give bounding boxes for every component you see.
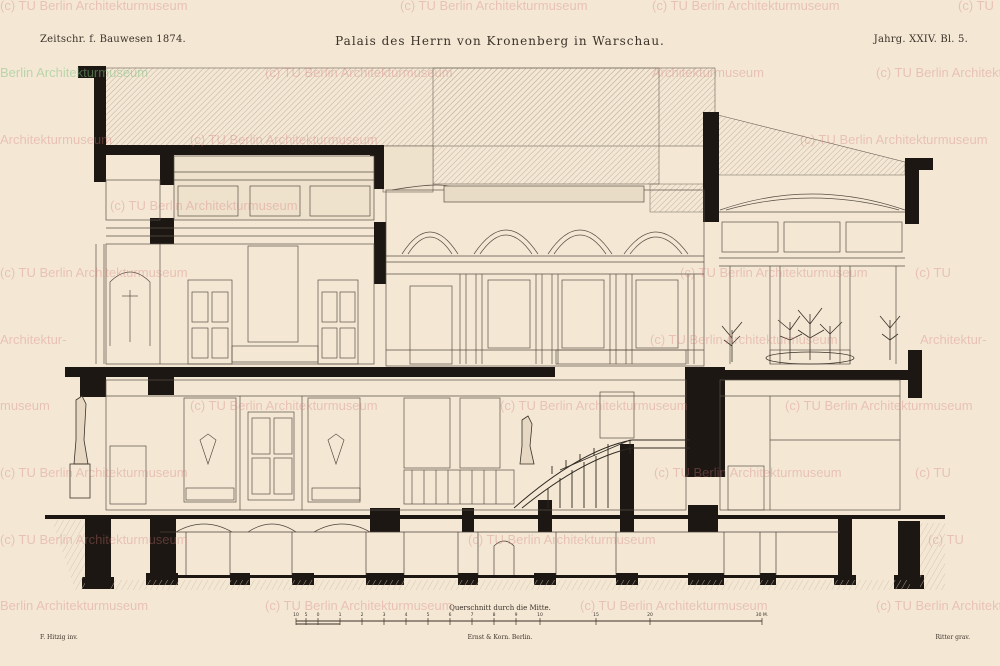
scale-label: 0 [317,612,320,618]
watermark-text: (c) TU Berlin Architekturmuseum [800,132,988,147]
upper-hall-center [385,184,705,367]
watermark-text: (c) TU [928,532,964,547]
scale-label: 4 [405,612,408,618]
scale-label: 30 M. [756,612,768,618]
scale-label: 6 [449,612,452,618]
plate-number: Jahrg. XXIV. Bl. 5. [873,34,968,45]
watermark-text: (c) TU Berlin Architekturmuseum [654,465,842,480]
ground-fill [52,520,945,590]
journal-label: Zeitschr. f. Bauwesen 1874. [40,34,186,45]
staircase [513,439,690,509]
watermark-text: Architektur- [0,332,67,347]
section-caption: Querschnitt durch die Mitte. [449,604,551,612]
watermark-text: Berlin Architekturmuseum [0,598,149,613]
watermark-text: (c) TU [915,265,951,280]
structural-walls [45,66,945,589]
watermark-text: Berlin Architekturmuseum [0,65,149,80]
engraver-credit: Ritter grav. [935,634,970,641]
winter-garden-plants [721,307,901,365]
watermark-text: (c) TU Berlin Architekturmuseum [580,598,768,613]
watermark-text: museum [0,398,50,413]
watermark-text: (c) TU Berlin Architekturmuseum [265,598,453,613]
scale-label: 8 [493,612,496,618]
scale-label: 9 [515,612,518,618]
watermark-text: (c) TU Berlin Architekturmuseum [680,265,868,280]
watermark-text: (c) TU [915,465,951,480]
watermark-text: (c) TU Berlin Architekturmuseum [500,398,688,413]
watermark-text: (c) TU Berlin Architekturmuseum [0,532,188,547]
scale-label: 2 [361,612,364,618]
watermark-text: Architekturmuseum [652,65,764,80]
publisher-credit: Ernst & Korn. Berlin. [467,634,533,641]
watermark-text: (c) TU Berlin Architekturmuseum [110,198,298,213]
watermark-text: (c) TU Berlin Architekturmuseum [190,132,378,147]
draftsman-credit: F. Hitzig inv. [40,634,78,641]
scale-label: 10 [537,612,543,618]
scale-label: 3 [383,612,386,618]
watermark-text: (c) TU Berlin Architekturmuseum [190,398,378,413]
ground-floor [105,379,901,511]
roof-section [104,67,906,213]
scale-label: 1 [339,612,342,618]
scale-label: 5 [305,612,308,618]
watermark-text: (c) TU Berlin Architekturmuseum [876,65,1000,80]
watermark-text: Architektur- [920,332,987,347]
scale-label: 20 [647,612,653,618]
plate-title: Palais des Herrn von Kronenberg in Warsc… [335,34,665,48]
watermark-text: (c) TU Berlin Architekturmuseum [0,0,188,13]
scale-bar: 10 5 0 1 2 3 4 5 6 7 8 9 10 15 20 30 M. [293,612,768,625]
upper-hall-left [95,155,375,365]
watermark-text: (c) TU Berlin Architekturmuseum [652,0,840,13]
scale-label: 5 [427,612,430,618]
watermark-text: (c) TU Berlin Architekturmuseum [468,532,656,547]
watermark-text: (c) TU Berlin Architekturmuseum [785,398,973,413]
statues [69,395,535,499]
scale-label: 15 [593,612,599,618]
upper-hall-right [719,193,906,365]
watermark-text: (c) TU Berlin Architekturmuseum [650,332,838,347]
watermark-text: (c) TU [958,0,994,13]
watermark-text: (c) TU Berlin Architekturmuseum [876,598,1000,613]
scale-label: 10 [293,612,299,618]
watermark-text: (c) TU Berlin Architekturmuseum [265,65,453,80]
watermark-text: (c) TU Berlin Architekturmuseum [400,0,588,13]
basement [160,523,840,575]
watermark-text: (c) TU Berlin Architekturmuseum [0,465,188,480]
scale-label: 7 [471,612,474,618]
watermark-text: Architekturmuseum [0,132,112,147]
watermark-text: (c) TU Berlin Architekturmuseum [0,265,188,280]
